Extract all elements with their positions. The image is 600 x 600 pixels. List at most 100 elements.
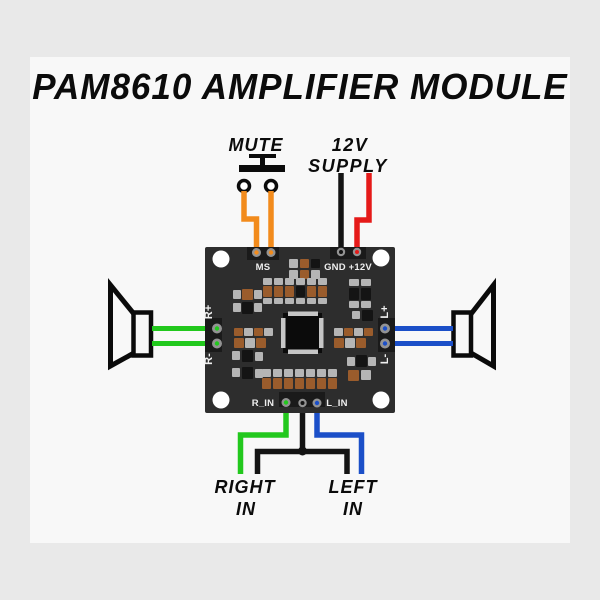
in-gnd-pad-wire <box>300 401 305 405</box>
pin-label-power: GND +12V <box>324 262 372 273</box>
smd-component-brown <box>295 378 304 389</box>
chip-pins-bottom <box>288 349 318 354</box>
left-in-label-line2: IN <box>343 499 363 519</box>
smd-component-brown <box>273 378 282 389</box>
smd-component-brown <box>317 378 326 389</box>
smd-component-gray <box>311 270 320 279</box>
smd-component-gray <box>254 303 262 312</box>
smd-component-gray <box>318 278 327 285</box>
smd-component-gray <box>354 328 363 336</box>
smd-component-gray <box>328 369 337 377</box>
mounting-hole-bottom-left <box>212 391 230 409</box>
smd-component-gray <box>334 328 343 336</box>
smd-component-gray <box>264 328 273 336</box>
speaker-horn <box>469 277 496 371</box>
smd-component-brown <box>318 286 327 297</box>
smd-component-gray <box>345 338 355 348</box>
button-terminal-right <box>263 178 279 194</box>
smd-component-gray <box>263 278 272 285</box>
mute-wire-left <box>241 191 260 253</box>
pin-label-l-minus: L- <box>379 353 391 364</box>
smd-component-gray <box>361 279 371 286</box>
speaker-driver <box>131 310 154 358</box>
mute-label: MUTE <box>229 135 284 155</box>
pin-label-r-minus: R- <box>203 353 215 365</box>
smd-component-gray <box>289 259 298 268</box>
smd-component-gray <box>289 270 298 279</box>
r-plus-pad-wire <box>214 326 220 331</box>
pin-label-l-plus: L+ <box>379 305 391 318</box>
chip-pins-left <box>281 318 286 348</box>
smd-component-brown <box>300 270 309 279</box>
chip-pins-right <box>319 318 324 348</box>
smd-component-brown <box>364 328 373 336</box>
smd-component-gray <box>368 357 376 366</box>
right-channel-speaker-icon <box>108 277 154 371</box>
smd-component-black <box>242 302 253 314</box>
button-terminal-left <box>236 178 252 194</box>
pin-label-r-plus: R+ <box>203 305 215 319</box>
supply-label-line1: 12V <box>332 135 369 155</box>
smd-component-brown <box>263 286 272 297</box>
smd-component-gray <box>245 338 255 348</box>
amplifier-chip <box>281 311 324 354</box>
smd-component-gray <box>284 369 293 377</box>
smd-component-black <box>362 310 373 321</box>
smd-component-gray <box>296 278 305 285</box>
smd-component-black <box>356 355 367 367</box>
smd-component-brown <box>334 338 344 348</box>
smd-component-brown <box>274 286 283 297</box>
pin-label-r-in: R_IN <box>252 398 274 409</box>
smd-component-gray <box>307 298 316 304</box>
chip-pins-top <box>288 311 318 316</box>
smd-component-gray <box>318 298 327 304</box>
solder-pads <box>212 247 390 408</box>
l-plus-pad-wire <box>382 326 388 331</box>
smd-component-gray <box>352 311 360 319</box>
smd-component-brown <box>284 378 293 389</box>
smd-component-brown <box>328 378 337 389</box>
smd-component-black <box>349 288 359 300</box>
smd-component-gray <box>285 278 294 285</box>
smd-component-brown <box>254 328 263 336</box>
ms-pad-1-wire <box>254 250 259 255</box>
smd-component-brown <box>344 328 353 336</box>
left-in-label-line1: LEFT <box>329 477 379 497</box>
smd-component-black <box>361 288 371 300</box>
smd-component-gray <box>307 278 316 285</box>
smd-component-gray <box>361 370 371 380</box>
smd-component-black <box>242 350 253 362</box>
smd-component-gray <box>349 279 359 286</box>
smd-component-gray <box>295 369 304 377</box>
smd-component-gray <box>285 298 294 304</box>
power-12v-wire <box>354 173 372 253</box>
smd-component-gray <box>349 301 359 308</box>
smd-component-gray <box>361 301 371 308</box>
smd-component-gray <box>274 298 283 304</box>
mounting-hole-top-right <box>372 249 390 267</box>
smd-component-brown <box>348 370 359 381</box>
input-gnd-junction <box>298 446 307 456</box>
smd-component-gray <box>232 368 240 377</box>
smd-component-gray <box>296 298 305 304</box>
smd-components <box>232 259 376 389</box>
ms-pad-2-wire <box>268 250 274 255</box>
chip-body <box>283 313 322 353</box>
speaker-horn <box>108 277 136 371</box>
pam8610-module-board: MS GND +12V R_IN L_IN R+ R- L+ L- <box>203 247 395 413</box>
smd-component-brown <box>234 338 244 348</box>
right-in-label-line1: RIGHT <box>215 477 277 497</box>
right-in-label-line2: IN <box>236 499 256 519</box>
smd-component-brown <box>234 328 243 336</box>
supply-label-line2: SUPPLY <box>308 156 388 176</box>
r-in-pad-wire <box>283 400 289 405</box>
mounting-hole-bottom-right <box>372 391 390 409</box>
pin-label-ms: MS <box>256 262 271 273</box>
smd-component-black <box>242 367 253 379</box>
smd-component-brown <box>242 289 253 300</box>
smd-component-brown <box>262 378 271 389</box>
smd-component-gray <box>233 290 241 299</box>
smd-component-brown <box>306 378 315 389</box>
smd-component-brown <box>256 338 266 348</box>
